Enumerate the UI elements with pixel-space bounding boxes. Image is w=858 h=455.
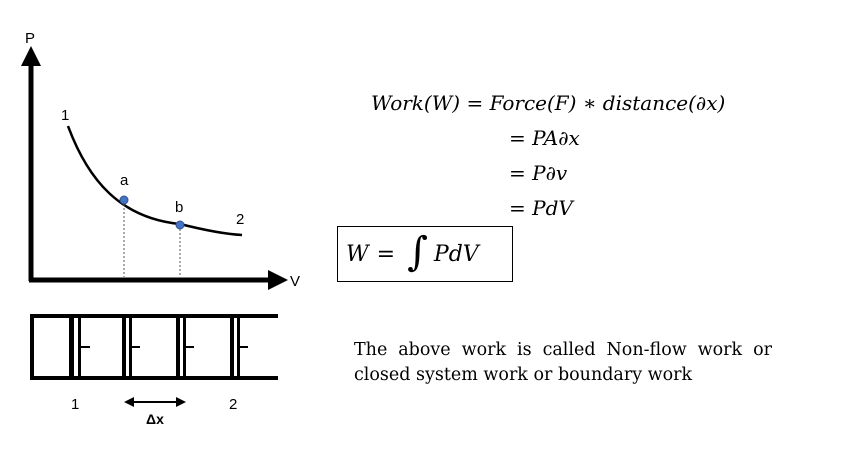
equation-lhs: Work(W) <box>371 91 461 115</box>
equation-rhs: PA∂x <box>532 126 580 150</box>
equation-row-1: Work(W) = Force(F) ∗ distance(∂x) <box>371 91 726 115</box>
cylinder-right-label: 2 <box>229 396 237 413</box>
equation-rhs: PdV <box>532 196 573 220</box>
equation-row-4: = PdV <box>509 196 573 220</box>
equation-rhs: P∂v <box>532 161 568 185</box>
displacement-label: Δx <box>146 411 164 427</box>
piston-1 <box>69 318 90 376</box>
pv-diagram: P V 1 2 a b 1 2 Δ <box>21 30 300 427</box>
y-axis-label: P <box>25 30 35 47</box>
curve-end-label: 2 <box>236 211 244 228</box>
x-axis-arrowhead <box>268 270 288 290</box>
integral-sign: ∫ <box>407 229 428 275</box>
equation-rhs: Force(F) ∗ distance(∂x) <box>489 91 726 115</box>
curve-start-label: 1 <box>61 107 69 124</box>
cylinder-left-label: 1 <box>71 396 79 413</box>
piston-3 <box>176 318 194 376</box>
displacement-arrow <box>124 397 186 407</box>
point-a-label: a <box>120 172 129 189</box>
point-b-label: b <box>175 199 183 216</box>
point-b <box>175 220 185 230</box>
formula-lhs: W <box>346 241 369 267</box>
description-text: The above work is called Non-flow work o… <box>354 340 772 385</box>
piston-2 <box>122 318 140 376</box>
formula-integrand: PdV <box>433 241 479 267</box>
equation-row-2: = PA∂x <box>509 126 580 150</box>
process-curve <box>66 125 243 237</box>
point-a <box>119 195 129 205</box>
equation-row-3: = P∂v <box>509 161 568 185</box>
x-axis-label: V <box>290 273 300 290</box>
y-axis-arrowhead <box>21 46 41 66</box>
piston-4 <box>230 318 248 376</box>
boxed-work-formula: W = ∫ PdV <box>337 226 513 282</box>
